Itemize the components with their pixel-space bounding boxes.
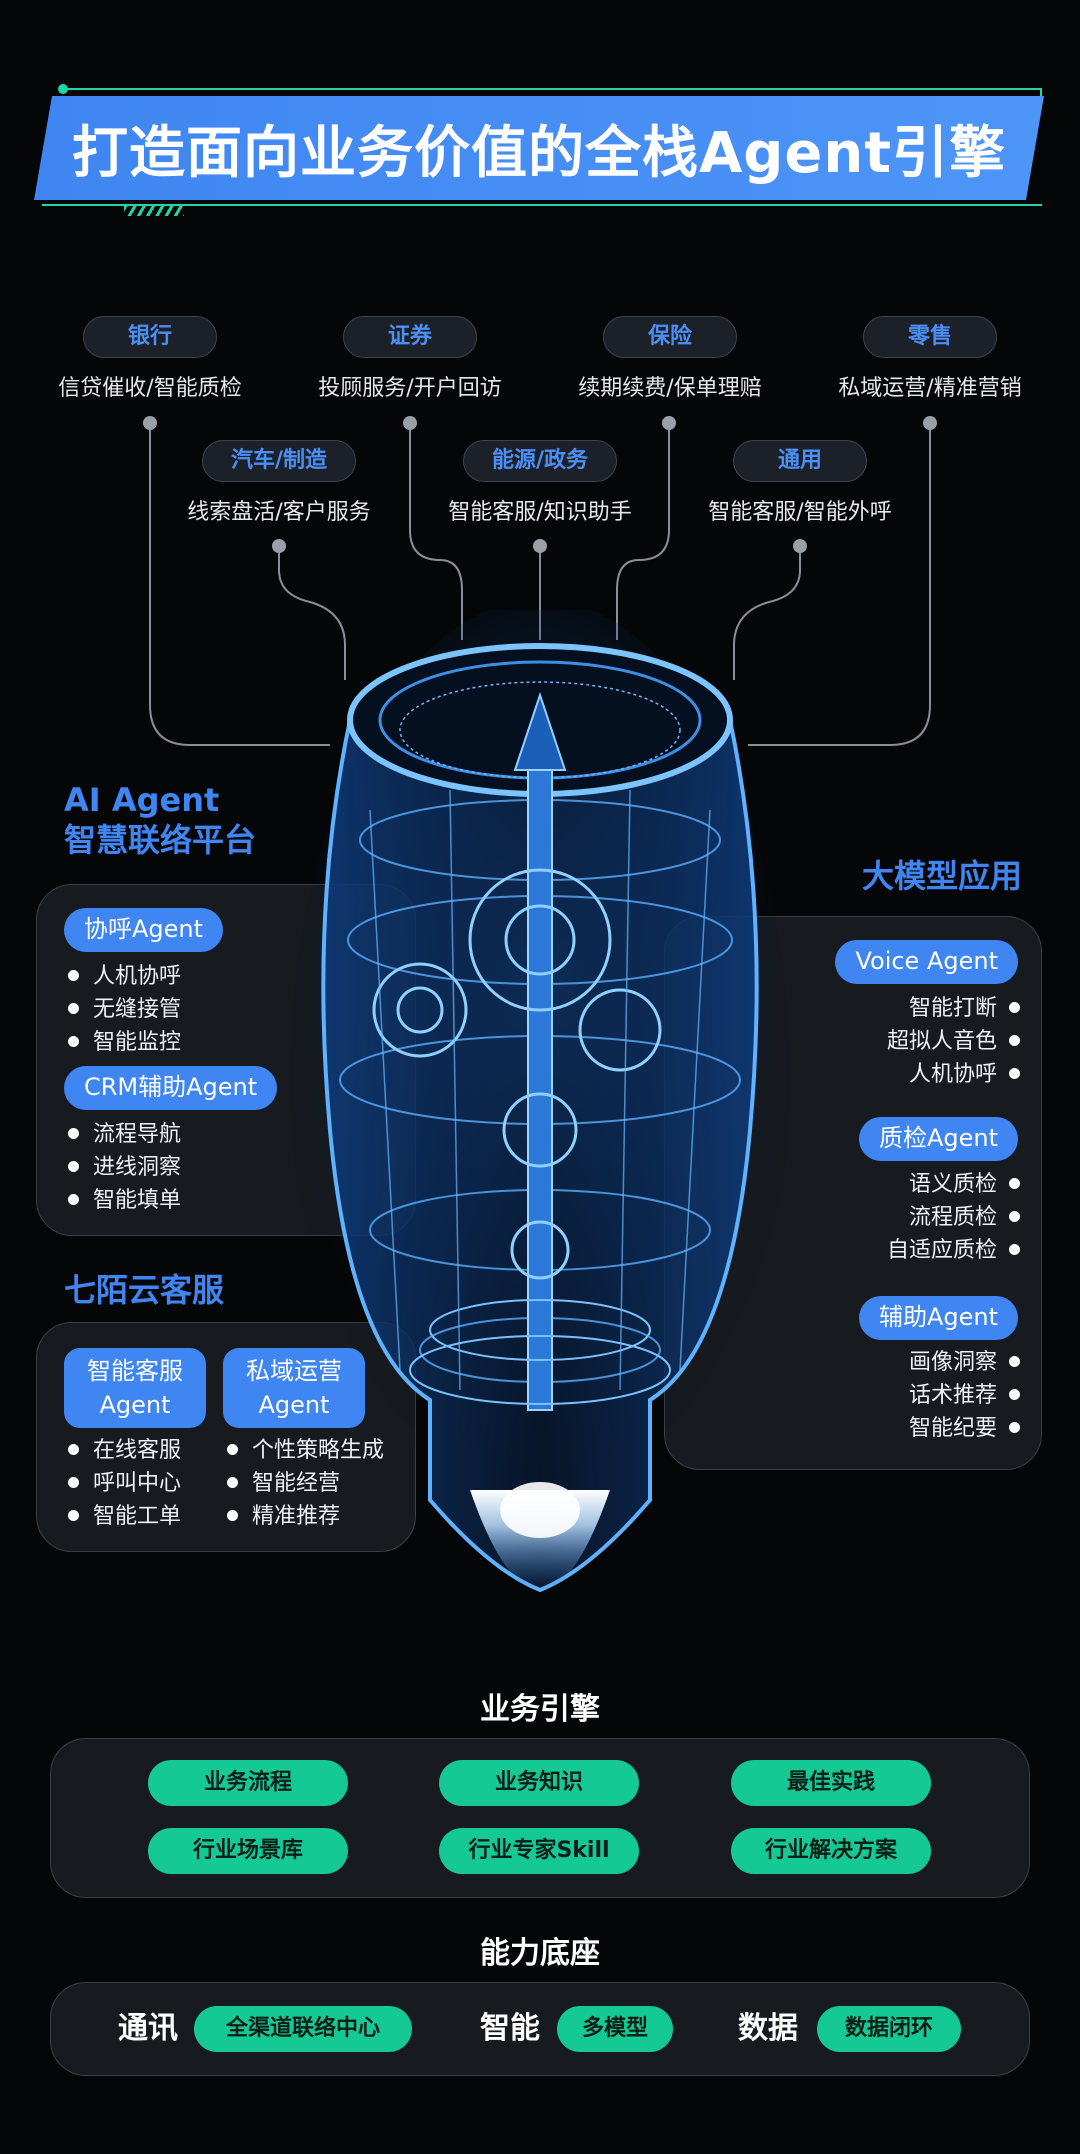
feature-item: 精准推荐	[227, 1500, 384, 1533]
title-background	[34, 96, 1044, 200]
feature-item: 智能填单	[68, 1184, 181, 1217]
feature-item: 话术推荐	[909, 1379, 1020, 1412]
capability-value: 多模型	[557, 2006, 673, 2052]
engine-item: 业务知识	[439, 1760, 639, 1806]
agent-pill-cohu: 协呼Agent	[64, 908, 224, 952]
feature-item: 语义质检	[887, 1168, 1020, 1201]
voice-agent-features: 智能打断 超拟人音色 人机协呼	[887, 992, 1020, 1091]
feature-item: 智能打断	[887, 992, 1020, 1025]
cloud-service-title: 七陌云客服	[64, 1271, 225, 1309]
llm-apps-title: 大模型应用	[861, 857, 1022, 895]
industry-securities: 证券 投顾服务/开户回访	[280, 316, 540, 402]
industry-pill: 能源/政务	[462, 440, 618, 482]
private-ops-features: 个性策略生成 智能经营 精准推荐	[227, 1434, 384, 1533]
title-decor-hatch	[124, 206, 184, 216]
title-banner: 打造面向业务价值的全栈Agent引擎	[34, 84, 1044, 216]
agent-box-line2: Agent	[258, 1391, 330, 1419]
feature-item: 个性策略生成	[227, 1434, 384, 1467]
agent-box-private-ops: 私域运营 Agent	[223, 1348, 365, 1428]
industry-desc: 智能客服/智能外呼	[708, 500, 892, 525]
smart-service-features: 在线客服 呼叫中心 智能工单	[68, 1434, 181, 1533]
agent-pill-voice: Voice Agent	[835, 940, 1018, 984]
capability-value: 全渠道联络中心	[194, 2006, 412, 2052]
industry-pill: 零售	[863, 316, 997, 358]
industry-desc: 智能客服/知识助手	[448, 500, 632, 525]
industry-pill: 汽车/制造	[201, 440, 357, 482]
ai-platform-title-line2: 智慧联络平台	[64, 821, 257, 859]
industry-pill: 保险	[603, 316, 737, 358]
industry-general: 通用 智能客服/智能外呼	[670, 440, 930, 526]
feature-item: 流程导航	[68, 1118, 181, 1151]
ai-platform-title: AI Agent 智慧联络平台	[64, 780, 256, 860]
feature-item: 无缝接管	[68, 993, 181, 1026]
capability-label: 数据	[738, 2011, 798, 2046]
feature-item: 智能监控	[68, 1026, 181, 1059]
capability-base-title: 能力底座	[480, 1936, 600, 1971]
agent-pill-assist: 辅助Agent	[858, 1296, 1018, 1340]
ai-platform-title-line1: AI Agent	[64, 781, 220, 819]
crm-agent-features: 流程导航 进线洞察 智能填单	[68, 1118, 181, 1217]
engine-item: 业务流程	[148, 1760, 348, 1806]
agent-pill-quality: 质检Agent	[858, 1117, 1018, 1161]
industry-desc: 续期续费/保单理赔	[578, 376, 762, 401]
engine-item: 行业场景库	[148, 1828, 348, 1874]
engine-item: 最佳实践	[731, 1760, 931, 1806]
assist-agent-features: 画像洞察 话术推荐 智能纪要	[909, 1346, 1020, 1445]
feature-item: 智能纪要	[909, 1412, 1020, 1445]
industry-pill: 通用	[733, 440, 867, 482]
feature-item: 智能经营	[227, 1467, 384, 1500]
cohu-agent-features: 人机协呼 无缝接管 智能监控	[68, 960, 181, 1059]
title-decor-line-bottom	[42, 204, 1042, 206]
title-decor-line-top	[62, 88, 1042, 90]
feature-item: 画像洞察	[909, 1346, 1020, 1379]
feature-item: 进线洞察	[68, 1151, 181, 1184]
industry-pill: 证券	[343, 316, 477, 358]
industry-auto-manufacturing: 汽车/制造 线索盘活/客户服务	[149, 440, 409, 526]
industry-desc: 信贷催收/智能质检	[58, 376, 242, 401]
feature-item: 流程质检	[887, 1201, 1020, 1234]
capability-label: 智能	[480, 2011, 540, 2046]
industry-retail: 零售 私域运营/精准营销	[800, 316, 1060, 402]
engine-item: 行业专家Skill	[439, 1828, 639, 1874]
industry-bank: 银行 信贷催收/智能质检	[20, 316, 280, 402]
feature-item: 人机协呼	[887, 1058, 1020, 1091]
industry-energy-government: 能源/政务 智能客服/知识助手	[410, 440, 670, 526]
industry-desc: 线索盘活/客户服务	[187, 500, 371, 525]
industry-pill: 银行	[83, 316, 217, 358]
capability-value: 数据闭环	[817, 2006, 961, 2052]
page-title: 打造面向业务价值的全栈Agent引擎	[71, 120, 1007, 186]
agent-pill-crm: CRM辅助Agent	[64, 1066, 278, 1110]
feature-item: 超拟人音色	[887, 1025, 1020, 1058]
engine-item: 行业解决方案	[731, 1828, 931, 1874]
agent-box-line2: Agent	[99, 1391, 171, 1419]
business-engine-title: 业务引擎	[480, 1692, 600, 1727]
industry-insurance: 保险 续期续费/保单理赔	[540, 316, 800, 402]
capability-label: 通讯	[118, 2011, 178, 2046]
engine-illustration	[290, 610, 790, 1593]
feature-item: 智能工单	[68, 1500, 181, 1533]
industry-desc: 私域运营/精准营销	[838, 376, 1022, 401]
agent-box-line1: 私域运营	[246, 1357, 342, 1385]
agent-box-line1: 智能客服	[87, 1357, 183, 1385]
feature-item: 在线客服	[68, 1434, 181, 1467]
quality-agent-features: 语义质检 流程质检 自适应质检	[887, 1168, 1020, 1267]
feature-item: 人机协呼	[68, 960, 181, 993]
agent-box-smart-service: 智能客服 Agent	[64, 1348, 206, 1428]
feature-item: 呼叫中心	[68, 1467, 181, 1500]
industry-desc: 投顾服务/开户回访	[318, 376, 502, 401]
feature-item: 自适应质检	[887, 1234, 1020, 1267]
